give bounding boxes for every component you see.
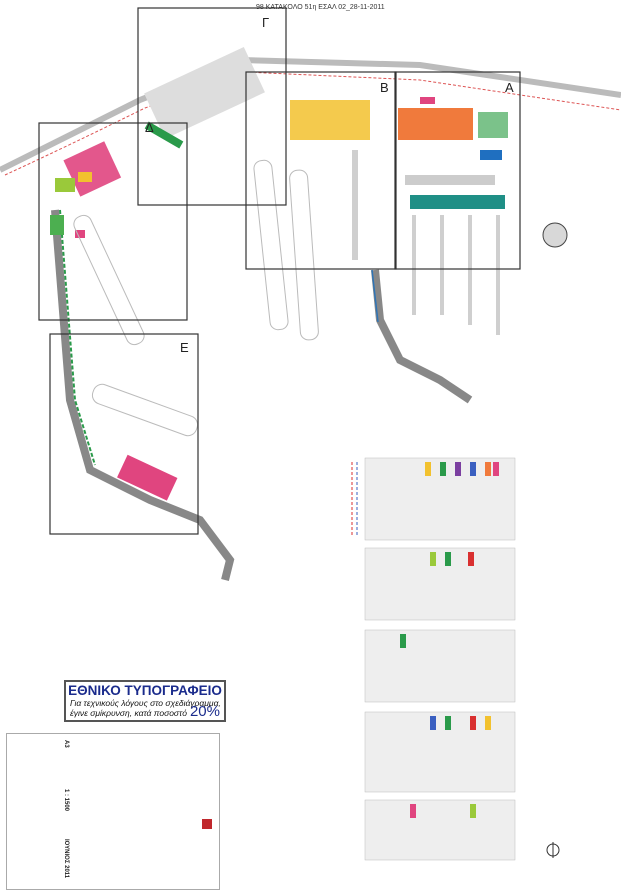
yellow-area: [290, 100, 370, 140]
stamp-line1: Για τεχνικούς λόγους στο σχεδιάγραμμα,: [70, 698, 221, 708]
stamp-line2: έγινε σμίκρυνση, κατά ποσοστό: [70, 708, 187, 718]
boundary-line: [4, 71, 621, 176]
marina-piers: [352, 150, 500, 335]
orange-area: [398, 108, 473, 140]
drawing-scale: 1 : 1500: [63, 789, 69, 812]
drawing-date: ΙΟΥΝΙΟΣ 2011: [63, 839, 69, 879]
pool: [480, 150, 502, 160]
teal-area: [410, 195, 505, 209]
zone-label-a: Α: [505, 80, 514, 95]
east-breakwater: [371, 269, 473, 404]
pink-area: [63, 141, 122, 197]
pink-lot: [117, 454, 178, 501]
zone-label-e: Ε: [180, 340, 189, 355]
breakwater: [51, 209, 235, 581]
logo-icon: [202, 819, 212, 829]
drawing-header: 98 ΚΑΤΑΚΟΛΟ 51η ΕΣΑΛ 02_28-11-2011: [256, 4, 385, 11]
title-block: Α3 1 : 1500 ΙΟΥΝΙΟΣ 2011: [6, 733, 220, 890]
green-field: [478, 112, 508, 138]
zone-label-g: Γ: [262, 15, 270, 30]
green-path: [59, 209, 96, 466]
zone-boxes: [38, 7, 521, 535]
ships: [73, 159, 319, 437]
sheet-size: Α3: [63, 740, 69, 748]
national-printing-stamp: ΕΘΝΙΚΟ ΤΥΠΟΓΡΑΦΕΙΟ Για τεχνικούς λόγους …: [64, 680, 226, 722]
zone-label-d: Δ: [145, 120, 154, 135]
coast-road: [0, 56, 621, 173]
legend-tables: [351, 457, 516, 861]
building-block: [144, 46, 265, 139]
stamp-title: ΕΘΝΙΚΟ ΤΥΠΟΓΡΑΦΕΙΟ: [68, 683, 222, 698]
zone-label-b: Β: [380, 80, 389, 95]
stamp-percent: 20%: [189, 703, 220, 720]
